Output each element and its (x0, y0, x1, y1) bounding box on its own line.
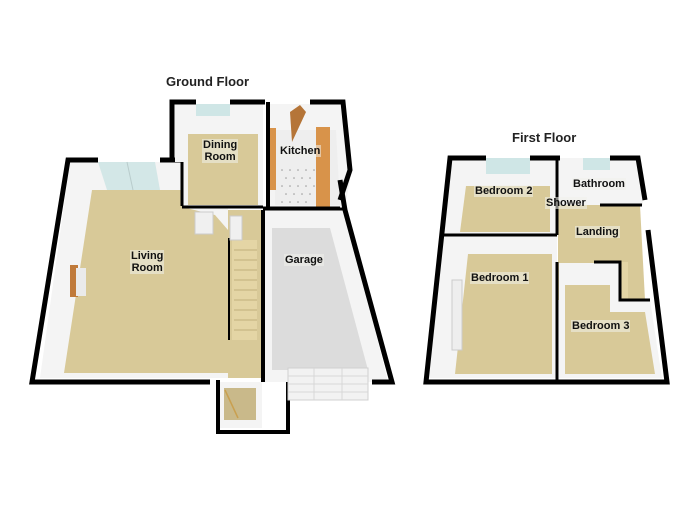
room-label-line: Landing (576, 226, 619, 238)
stairs-area (194, 210, 262, 378)
room-label-shower: Shower (545, 197, 587, 209)
room-label-kitchen: Kitchen (279, 145, 322, 157)
room-label-landing: Landing (575, 226, 620, 238)
porch-area (216, 380, 290, 434)
bedroom-1-area (428, 236, 557, 378)
room-label-line: Room (131, 262, 163, 274)
room-label-dining-room: Dining Room (202, 139, 239, 163)
room-label-line: Bedroom 2 (475, 185, 533, 197)
garage-area (261, 179, 396, 401)
room-label-line: Bedroom 3 (572, 320, 630, 332)
first-floor-walls (423, 155, 670, 385)
first-floor-title: First Floor (512, 130, 577, 145)
room-label-bedroom-1: Bedroom 1 (470, 272, 530, 284)
room-label-living-room: Living Room (130, 250, 165, 274)
room-label-garage: Garage (284, 254, 324, 266)
room-label-bedroom-2: Bedroom 2 (474, 185, 534, 197)
room-label-line: Room (204, 151, 236, 163)
ground-floor-title: Ground Floor (166, 74, 250, 89)
room-label-line: Living (131, 250, 164, 262)
room-label-bedroom-3: Bedroom 3 (571, 320, 631, 332)
room-label-line: Bathroom (573, 178, 625, 190)
room-label-line: Dining (203, 139, 238, 151)
room-label-bathroom: Bathroom (572, 178, 626, 190)
room-label-line: Shower (546, 197, 586, 209)
room-label-line: Kitchen (280, 145, 321, 157)
room-label-line: Garage (285, 254, 323, 266)
room-label-line: Bedroom 1 (471, 272, 529, 284)
